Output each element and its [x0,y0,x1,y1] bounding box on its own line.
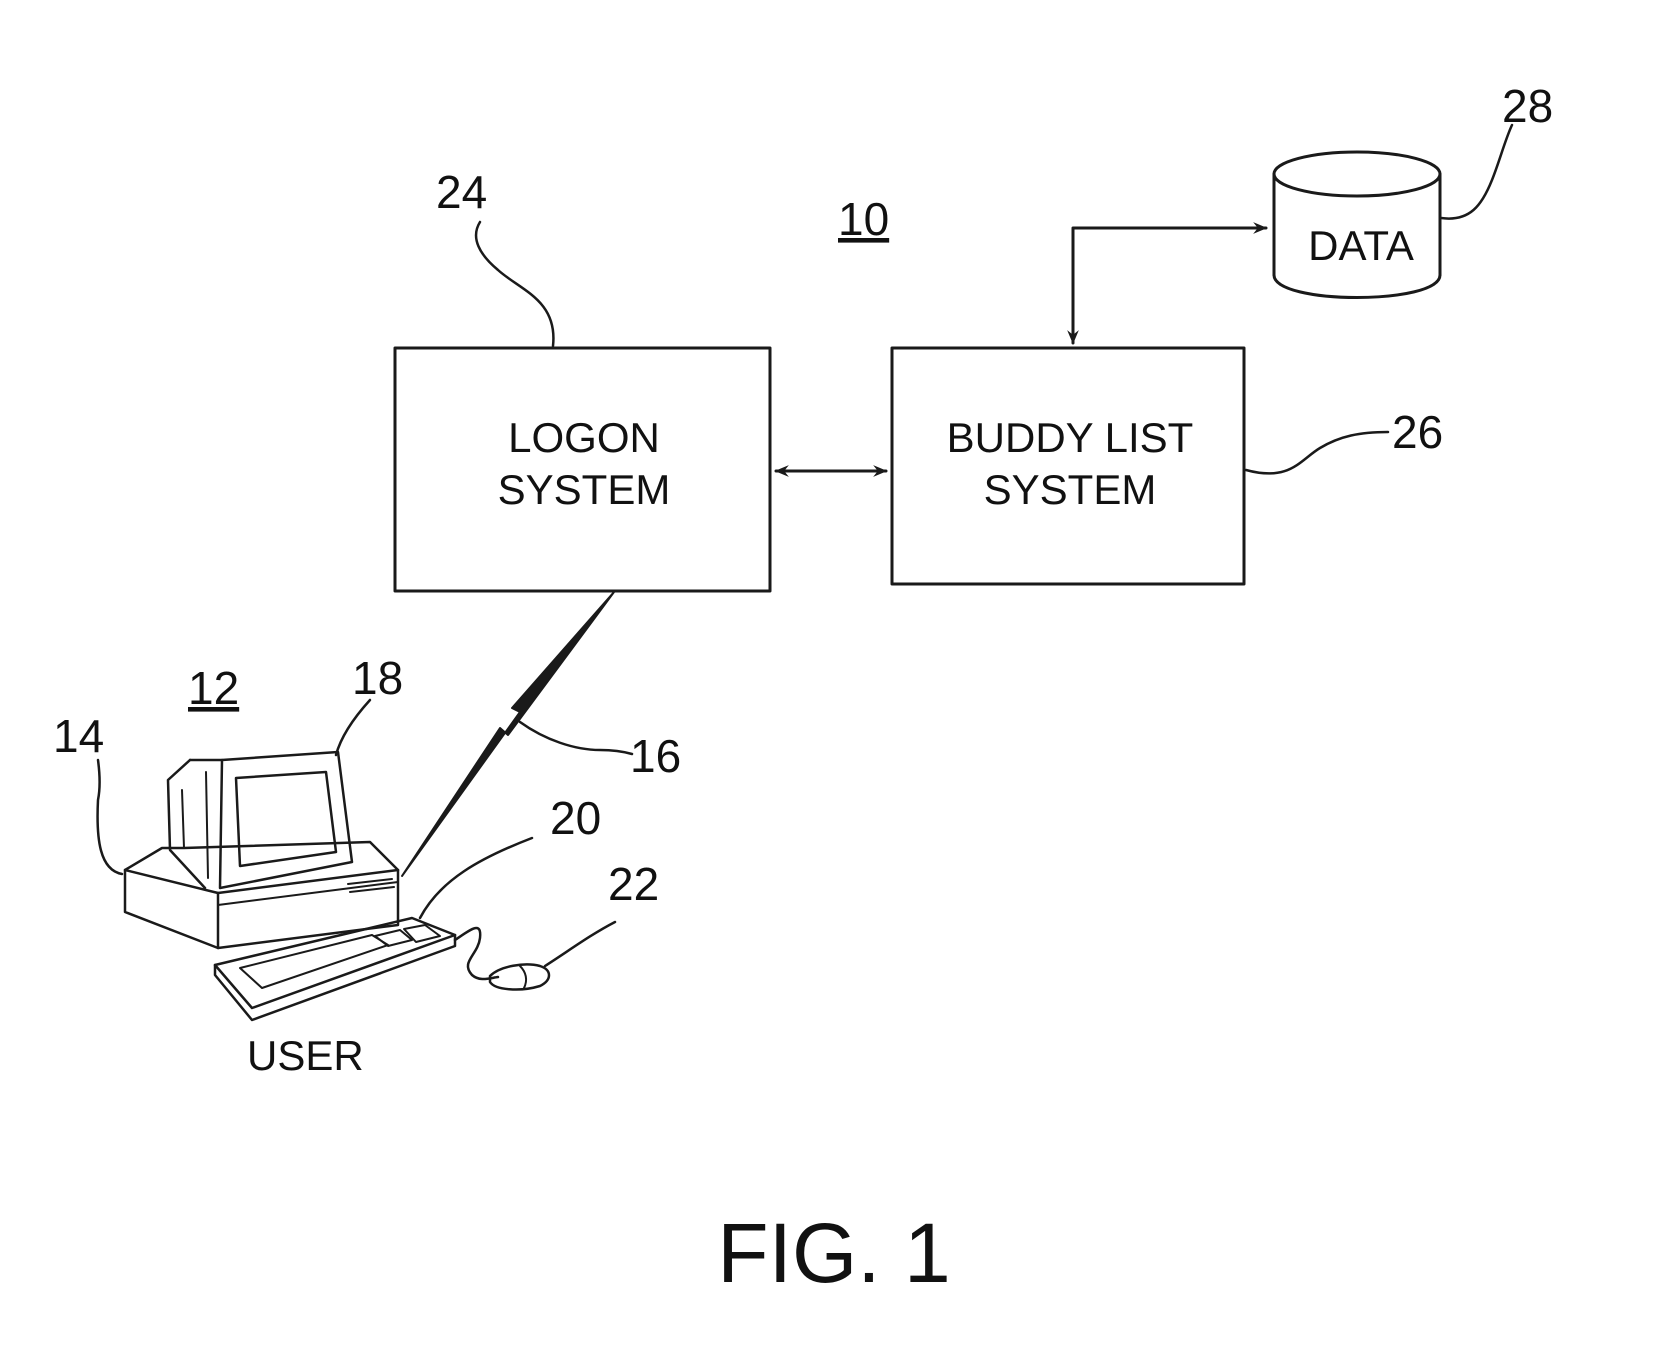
system-ref: 10 [838,193,889,245]
monitor-ref: 18 [352,652,403,704]
monitor [168,752,352,888]
data-store-label: DATA [1308,222,1414,269]
buddy-leader-line [1246,432,1388,473]
keyboard-ref: 20 [550,792,601,844]
computer-leader-line [98,760,122,874]
buddy-list-system-box: BUDDY LIST SYSTEM [892,348,1244,584]
mouse-leader-line [545,922,615,966]
logon-leader-line [476,222,553,346]
data-store-cylinder: DATA [1274,152,1440,298]
buddy-box-line1: BUDDY LIST [947,414,1194,461]
data-leader-line [1441,125,1512,219]
monitor-leader-line [336,700,370,755]
mouse-cord [455,928,498,979]
figure-caption: FIG. 1 [717,1206,950,1300]
logon-box-line1: LOGON [508,414,660,461]
logon-ref: 24 [436,166,487,218]
logon-box-line2: SYSTEM [498,466,671,513]
user-label: USER [247,1032,364,1079]
mouse-ref: 22 [608,858,659,910]
buddy-ref: 26 [1392,406,1443,458]
logon-system-box: LOGON SYSTEM [395,348,770,591]
data-ref: 28 [1502,80,1553,132]
user-station-ref: 12 [188,662,239,714]
computer-ref: 14 [53,710,104,762]
buddy-box-line2: SYSTEM [984,466,1157,513]
link-leader-line [520,722,632,754]
link-ref: 16 [630,730,681,782]
keyboard-leader-line [420,838,532,918]
buddy-data-arrow [1073,228,1266,343]
